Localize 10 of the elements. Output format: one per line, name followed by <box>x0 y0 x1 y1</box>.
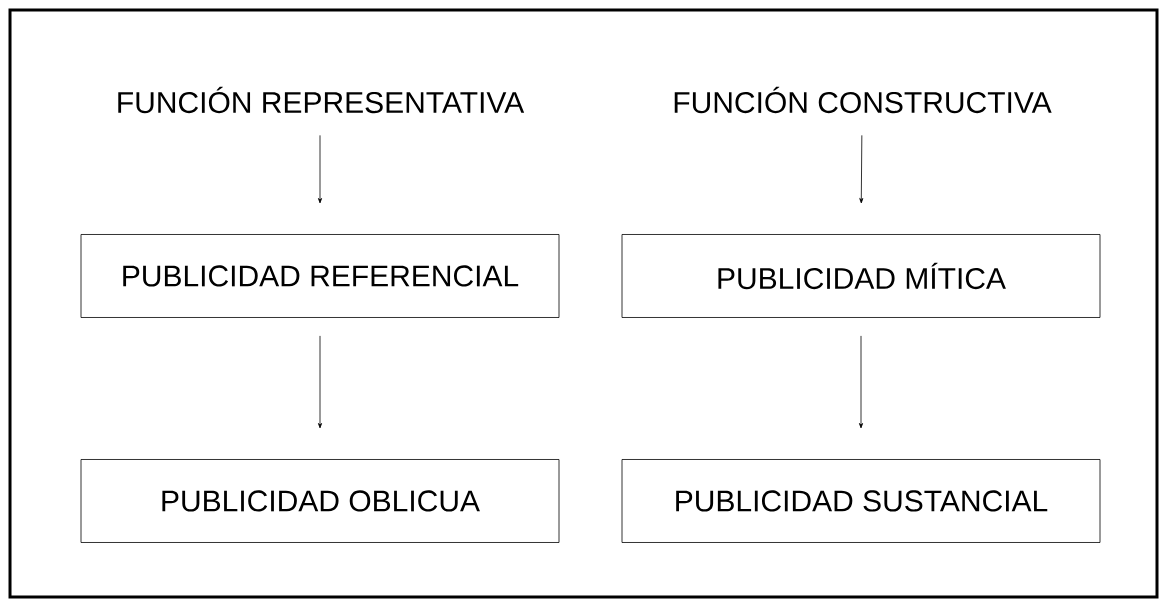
arrow <box>859 134 864 204</box>
process-box: PUBLICIDAD REFERENCIAL <box>80 234 560 318</box>
arrow <box>859 335 863 429</box>
process-box: PUBLICIDAD OBLICUA <box>80 459 560 543</box>
heading-text: FUNCIÓN CONSTRUCTIVA <box>674 86 1052 114</box>
arrow <box>318 134 322 204</box>
process-box: PUBLICIDAD MÍTICA <box>621 234 1101 318</box>
arrow <box>318 335 322 429</box>
process-box: PUBLICIDAD SUSTANCIAL <box>621 459 1101 543</box>
heading-text: FUNCIÓN REPRESENTATIVA <box>118 86 525 114</box>
